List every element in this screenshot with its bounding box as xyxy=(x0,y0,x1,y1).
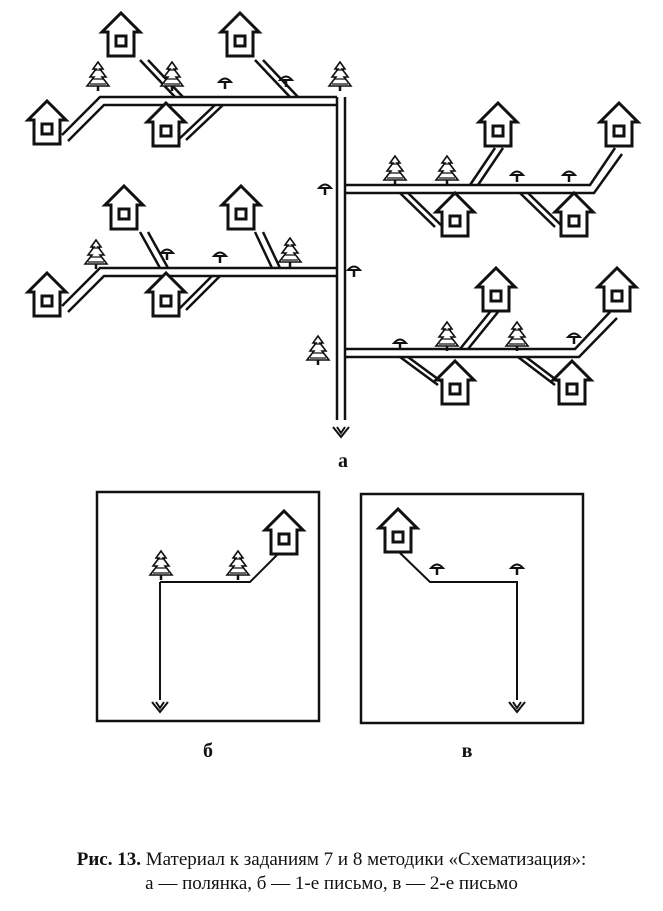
figure-number: Рис. 13. xyxy=(76,849,141,870)
tree-icon xyxy=(85,60,111,93)
tree-icon xyxy=(277,236,303,269)
house-icon xyxy=(26,99,68,146)
tree-icon xyxy=(225,549,251,582)
tree-icon xyxy=(434,320,460,353)
house-icon xyxy=(377,507,419,554)
tree-icon xyxy=(382,154,408,187)
mushroom-icon xyxy=(509,170,525,184)
map-a xyxy=(26,11,640,438)
tree-icon xyxy=(504,320,530,353)
mushroom-icon xyxy=(566,332,582,346)
figure-caption: Рис. 13. Материал к заданиям 7 и 8 метод… xyxy=(0,848,663,896)
house-icon xyxy=(219,11,261,58)
tree-icon xyxy=(305,334,331,367)
arrow-icon xyxy=(508,701,526,713)
label-c: в xyxy=(461,740,473,762)
house-icon xyxy=(477,101,519,148)
label-a: а xyxy=(338,450,348,472)
mushroom-icon xyxy=(346,265,362,279)
tree-icon xyxy=(148,549,174,582)
house-icon xyxy=(551,359,593,406)
mushroom-icon xyxy=(212,251,228,265)
road-lower-right xyxy=(345,311,618,387)
house-icon xyxy=(596,266,638,313)
house-icon xyxy=(100,11,142,58)
road-upper-left xyxy=(61,59,337,142)
tree-icon xyxy=(83,238,109,271)
letter-2-box xyxy=(359,492,585,725)
main-road xyxy=(332,97,350,438)
house-icon xyxy=(145,101,187,148)
mushrooms-a xyxy=(159,75,582,352)
caption-line-1: Рис. 13. Материал к заданиям 7 и 8 метод… xyxy=(0,848,663,872)
house-icon xyxy=(263,509,305,556)
mushroom-icon xyxy=(561,170,577,184)
house-icon xyxy=(103,184,145,231)
mushroom-icon xyxy=(509,563,525,577)
house-icon xyxy=(475,266,517,313)
arrow-icon xyxy=(151,701,169,713)
caption-line-2: а — полянка, б — 1-е письмо, в — 2-е пис… xyxy=(145,873,518,894)
tree-icon xyxy=(434,154,460,187)
house-icon xyxy=(553,191,595,238)
house-icon xyxy=(145,271,187,318)
house-icon xyxy=(220,184,262,231)
houses-a xyxy=(26,11,640,406)
mushroom-icon xyxy=(429,563,445,577)
house-icon xyxy=(434,191,476,238)
label-b: б xyxy=(203,740,213,762)
house-icon xyxy=(26,271,68,318)
house-icon xyxy=(434,359,476,406)
tree-icon xyxy=(327,60,353,93)
road-upper-right xyxy=(345,147,624,228)
letter-1-box xyxy=(95,490,321,723)
mushroom-icon xyxy=(317,183,333,197)
tree-icon xyxy=(159,60,185,93)
road-lower-left xyxy=(61,231,337,313)
mushroom-icon xyxy=(217,77,233,91)
caption-title: Материал к заданиям 7 и 8 методики «Схем… xyxy=(145,849,587,870)
mushroom-icon xyxy=(278,75,294,89)
house-icon xyxy=(598,101,640,148)
